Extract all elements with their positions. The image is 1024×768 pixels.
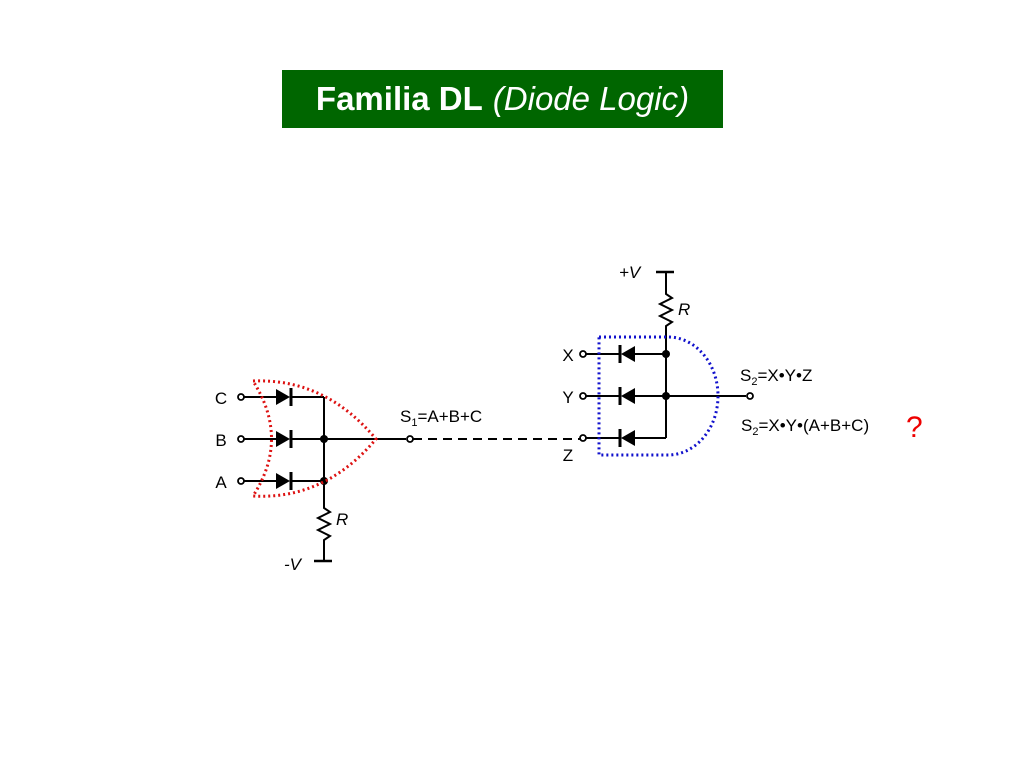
input-terminal[interactable] xyxy=(579,392,587,400)
title-sub: (Diode Logic) xyxy=(492,80,690,117)
and-resistor-label: R xyxy=(678,300,690,319)
or-input-b xyxy=(237,430,324,448)
or-input-a xyxy=(237,472,324,490)
diode-icon xyxy=(621,346,635,362)
diode-icon xyxy=(276,389,290,405)
and-gate-outline xyxy=(597,335,720,457)
resistor-icon xyxy=(315,506,333,561)
and-input-y xyxy=(579,387,666,405)
diode-icon xyxy=(621,388,635,404)
or-supply-label: -V xyxy=(284,555,303,574)
s2-combined-label: S2=X•Y•(A+B+C) xyxy=(741,416,869,438)
input-label-y: Y xyxy=(562,388,573,407)
input-label-x: X xyxy=(562,346,573,365)
output-terminal[interactable] xyxy=(406,435,414,443)
output-terminal[interactable] xyxy=(746,392,754,400)
input-label-a: A xyxy=(215,473,227,492)
or-gate-outline xyxy=(250,379,378,498)
title-main: Familia DL xyxy=(315,80,483,117)
question-mark: ? xyxy=(906,411,923,444)
resistor-icon xyxy=(657,272,675,332)
junction-dot xyxy=(662,350,670,358)
diode-icon xyxy=(621,430,635,446)
input-label-c: C xyxy=(215,389,227,408)
input-terminal[interactable] xyxy=(237,393,245,401)
and-input-z xyxy=(579,429,666,447)
diode-icon xyxy=(276,431,290,447)
and-input-x xyxy=(579,345,666,363)
input-terminal[interactable] xyxy=(237,477,245,485)
or-gate: C B A R -V S1=A+B+C xyxy=(215,379,482,574)
or-resistor-label: R xyxy=(336,510,348,529)
title-banner: Familia DL (Diode Logic) xyxy=(282,70,723,128)
or-input-c xyxy=(237,388,324,406)
and-supply-label: +V xyxy=(619,263,642,282)
s2-label: S2=X•Y•Z xyxy=(740,366,812,388)
input-label-b: B xyxy=(215,431,226,450)
input-label-z: Z xyxy=(563,446,573,465)
input-terminal[interactable] xyxy=(579,350,587,358)
s1-label: S1=A+B+C xyxy=(400,407,482,429)
input-terminal[interactable] xyxy=(237,435,245,443)
and-gate: X Y Z R +V S2=X•Y•Z xyxy=(562,263,812,465)
input-terminal[interactable] xyxy=(579,434,587,442)
diode-icon xyxy=(276,473,290,489)
